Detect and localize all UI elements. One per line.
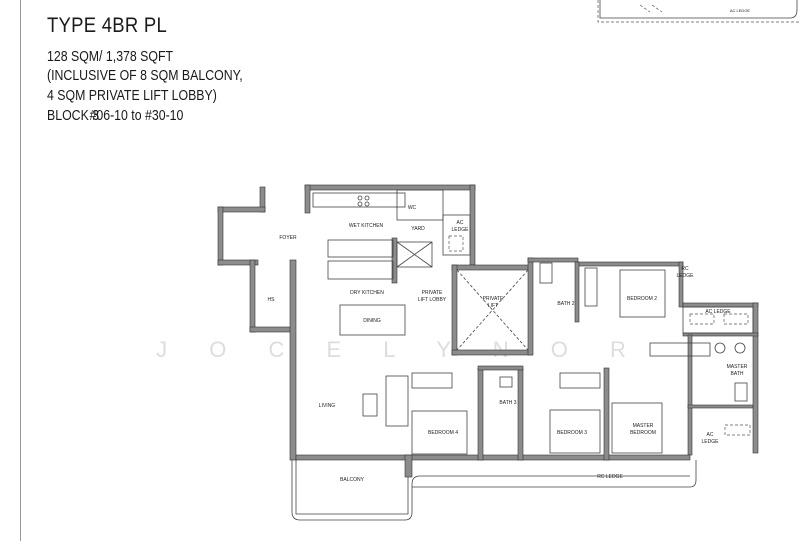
- label-dry-kitchen: DRY KITCHEN: [350, 290, 384, 296]
- label-lift-lobby-b: LIFT LOBBY: [418, 297, 447, 303]
- label-master-bath-a: MASTER: [727, 364, 748, 370]
- label-dining: DINING: [363, 318, 381, 324]
- room-labels: FOYER WET KITCHEN YARD WC AC LEDGE HS DR…: [268, 205, 748, 483]
- watermark: J O C E L Y N O R: [156, 337, 644, 362]
- walls: [217, 184, 759, 478]
- unit-range: #06-10 to #30-10: [89, 108, 184, 124]
- label-ac-ledge-3b: LEDGE: [702, 439, 720, 445]
- balcony-outline: [291, 455, 690, 521]
- label-ac-ledge-1b: LEDGE: [452, 227, 470, 233]
- label-master-bedroom-b: BEDROOM: [630, 430, 656, 436]
- label-wet-kitchen: WET KITCHEN: [349, 223, 384, 229]
- label-bath-3: BATH 3: [499, 400, 516, 406]
- block-label: BLOCK 3: [47, 108, 100, 124]
- label-rc-ledge-1a: RC: [681, 266, 689, 272]
- page-border-line: [20, 0, 21, 541]
- label-bedroom-4: BEDROOM 4: [428, 430, 458, 436]
- inclusive-note-line1: (INCLUSIVE OF 8 SQM BALCONY,: [47, 68, 243, 84]
- label-living: LIVING: [319, 403, 336, 409]
- label-ac-ledge-3a: AC: [707, 432, 714, 438]
- label-wc: WC: [408, 205, 417, 211]
- label-hs: HS: [268, 297, 276, 303]
- key-plan: AC LEDGE: [597, 0, 800, 23]
- label-master-bedroom-a: MASTER: [633, 423, 654, 429]
- label-balcony: BALCONY: [340, 477, 365, 483]
- inclusive-note-line2: 4 SQM PRIVATE LIFT LOBBY): [47, 88, 217, 104]
- label-master-bath-b: BATH: [731, 371, 744, 377]
- label-private-lift-a: PRIVATE: [483, 296, 504, 302]
- label-rc-ledge-2: RC LEDGE: [597, 474, 623, 480]
- unit-type-title: TYPE 4BR PL: [47, 14, 167, 37]
- label-ac-ledge-1a: AC: [457, 220, 464, 226]
- unit-area: 128 SQM/ 1,378 SQFT: [47, 49, 174, 65]
- label-bath-2: BATH 2: [557, 301, 574, 307]
- label-private-lift-b: LIFT: [488, 303, 498, 309]
- fixtures: [312, 189, 754, 455]
- key-plan-label: AC LEDGE: [730, 8, 751, 13]
- label-lift-lobby-a: PRIVATE: [422, 290, 443, 296]
- label-bedroom-3: BEDROOM 3: [557, 430, 587, 436]
- label-yard: YARD: [411, 226, 425, 232]
- label-foyer: FOYER: [279, 235, 297, 241]
- label-rc-ledge-1b: LEDGE: [677, 273, 695, 279]
- label-bedroom-2: BEDROOM 2: [627, 296, 657, 302]
- label-ac-ledge-2: AC LEDGE: [705, 309, 731, 315]
- block-units: BLOCK 3#06-10 to #30-10: [47, 108, 183, 124]
